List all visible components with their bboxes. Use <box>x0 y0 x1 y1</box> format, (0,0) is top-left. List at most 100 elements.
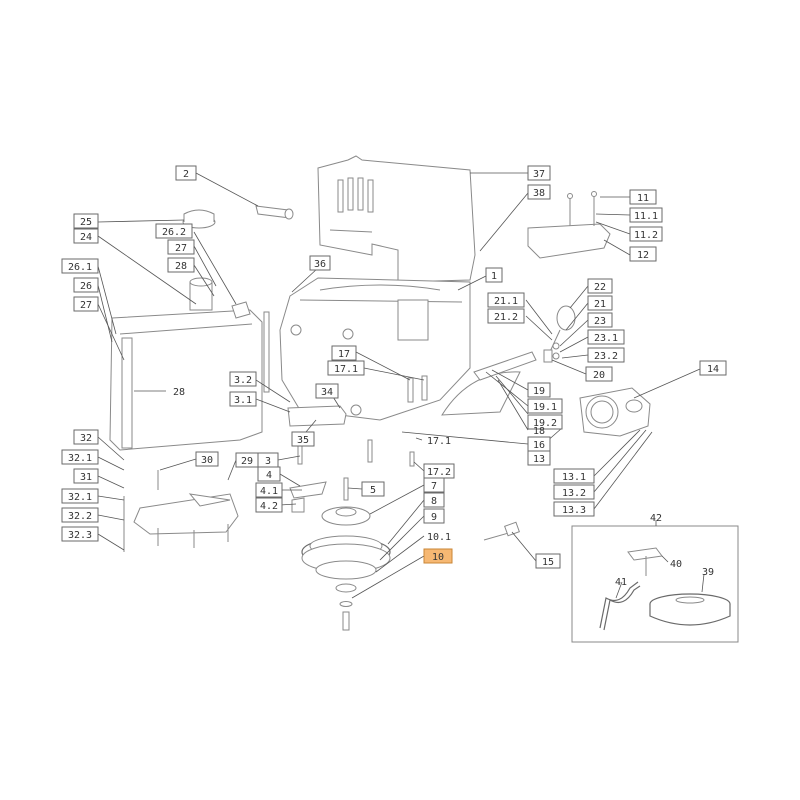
part-label-l18: 18 <box>533 426 545 437</box>
part-number: 5 <box>370 485 376 496</box>
highlighted-label-box <box>423 548 453 564</box>
part-number: 24 <box>80 232 92 243</box>
label-box <box>527 398 563 414</box>
label-box <box>255 482 283 498</box>
label-box <box>61 526 99 542</box>
part-label-l15: 15 <box>535 553 561 569</box>
label-box <box>61 449 99 465</box>
label-box <box>629 189 657 205</box>
part-label-l12: 12 <box>629 246 657 262</box>
part-number: 7 <box>431 481 437 492</box>
label-box <box>257 466 281 482</box>
engine-housing-part <box>279 277 471 421</box>
label-box <box>527 184 551 200</box>
part-label-l28b: 28 <box>173 387 185 398</box>
part-number: 32 <box>80 433 92 444</box>
part-number: 8 <box>431 496 437 507</box>
part-label-l11-2: 11.2 <box>629 226 663 242</box>
label-box <box>587 295 613 311</box>
label-box <box>61 258 99 274</box>
part-label-l27b: 27 <box>73 296 99 312</box>
label-box <box>255 497 283 513</box>
part-number: 21.1 <box>494 296 518 307</box>
part-number: 41 <box>615 577 627 588</box>
part-label-l7: 7 <box>423 477 445 493</box>
label-box <box>331 345 357 361</box>
label-box <box>629 246 657 262</box>
part-number: 26.2 <box>162 227 186 238</box>
engine-cover-part <box>317 155 476 283</box>
part-number: 1 <box>491 271 497 282</box>
part-number: 3.2 <box>234 375 252 386</box>
part-number: 17.2 <box>427 467 451 478</box>
part-number: 30 <box>201 455 213 466</box>
part-label-l13-3: 13.3 <box>553 501 595 517</box>
part-number: 32.1 <box>68 453 92 464</box>
part-number: 11.2 <box>634 230 658 241</box>
part-label-l26-2: 26.2 <box>155 223 193 239</box>
part-label-l19-2: 19.2 <box>527 414 563 430</box>
part-number: 42 <box>650 513 662 524</box>
base-plate-part <box>123 470 239 552</box>
part-number: 13 <box>533 454 545 465</box>
part-label-l5: 5 <box>361 481 385 497</box>
starter-housing-part <box>579 387 651 437</box>
part-label-l14: 14 <box>699 360 727 376</box>
part-number: 38 <box>533 188 545 199</box>
label-box <box>629 207 663 223</box>
part-number: 25 <box>80 217 92 228</box>
label-box <box>527 414 563 430</box>
label-box <box>553 468 595 484</box>
part-number: 3.1 <box>234 395 252 406</box>
kit-inset <box>571 520 739 643</box>
label-box <box>487 308 525 324</box>
label-box <box>229 371 257 387</box>
part-label-l10-1: 10.1 <box>427 532 451 543</box>
part-label-l24: 24 <box>73 228 99 244</box>
part-label-l17: 17 <box>331 345 357 361</box>
part-number: 34 <box>321 387 333 398</box>
part-number: 13.3 <box>562 505 586 516</box>
label-box <box>175 165 197 181</box>
part-number: 27 <box>175 243 187 254</box>
label-box <box>585 366 613 382</box>
part-label-l8: 8 <box>423 492 445 508</box>
label-box <box>73 296 99 312</box>
part-number: 39 <box>702 567 714 578</box>
label-box <box>309 255 331 271</box>
part-number: 23.2 <box>594 351 618 362</box>
part-number: 17.1 <box>334 364 358 375</box>
part-number: 21.2 <box>494 312 518 323</box>
label-box <box>327 360 365 376</box>
part-number: 9 <box>431 512 437 523</box>
part-label-l23: 23 <box>587 312 613 328</box>
part-number: 14 <box>707 364 719 375</box>
label-box <box>61 488 99 504</box>
label-box <box>291 431 315 447</box>
part-label-l29: 29 <box>235 452 259 468</box>
part-label-l13-1: 13.1 <box>553 468 595 484</box>
label-box <box>535 553 561 569</box>
part-number: 11.1 <box>634 211 658 222</box>
part-label-l21-1: 21.1 <box>487 292 525 308</box>
part-number: 35 <box>297 435 309 446</box>
part-number: 2 <box>183 169 189 180</box>
part-number: 21 <box>594 299 606 310</box>
rod-part <box>263 311 270 393</box>
part-label-l27a: 27 <box>167 239 195 255</box>
part-number: 13.1 <box>562 472 586 483</box>
part-label-l4-1: 4.1 <box>255 482 283 498</box>
label-box <box>699 360 727 376</box>
label-box <box>73 468 99 484</box>
part-label-l11: 11 <box>629 189 657 205</box>
label-box <box>155 223 193 239</box>
part-label-l35: 35 <box>291 431 315 447</box>
part-label-l38: 38 <box>527 184 551 200</box>
part-label-l32-2: 32.2 <box>61 507 99 523</box>
label-box <box>587 278 613 294</box>
part-label-l32-1a: 32.1 <box>61 449 99 465</box>
part-label-l31: 31 <box>73 468 99 484</box>
part-number: 11 <box>637 193 649 204</box>
